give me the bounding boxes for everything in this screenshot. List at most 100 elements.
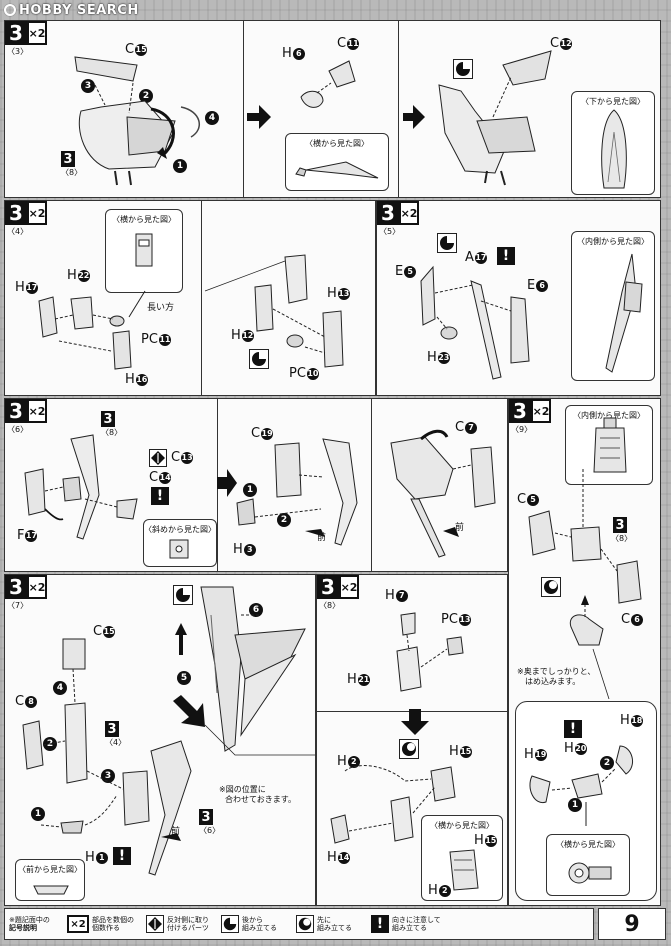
step-badge: 3 ×2: [5, 21, 47, 45]
panel-3-8-drawings: [330, 612, 464, 844]
part-label-pc13: PC13: [441, 612, 471, 627]
mirror-glyph: [151, 451, 165, 465]
step-substep: 〈4〉: [7, 227, 29, 236]
diagonal-view-part-drawing: [169, 539, 189, 559]
part-label-c15: C15: [125, 42, 148, 57]
part-label-h23: H23: [427, 350, 450, 365]
multiplier-x2-icon: ×2: [27, 399, 47, 423]
view-box-title: 〈下から見た図〉: [581, 97, 645, 106]
view-box-side: 〈横から見た図〉: [546, 834, 630, 896]
panel-3-5-drawings: [420, 265, 530, 380]
view-box-diagonal: 〈斜めから見た図〉: [143, 519, 217, 567]
step-circle-4: 4: [53, 681, 67, 695]
step-number: 3: [509, 399, 531, 423]
assemble-later-icon: [437, 233, 457, 253]
panel-3-3-drawings: [74, 50, 552, 186]
part-label-c11: C11: [337, 36, 360, 51]
step-substep: 〈7〉: [7, 601, 29, 610]
step-circle-4: 4: [205, 111, 219, 125]
step-badge: 3 ×2: [5, 201, 47, 225]
step-panel-3-7: 3 ×2 〈7〉 C15 C8 H1 ! 3 〈4〉 3 〈6〉 4 2 3 1…: [4, 574, 316, 906]
sub-ref-badge: 3: [105, 721, 119, 737]
view-box-title: 〈内側から見た図〉: [577, 237, 649, 246]
part-label-a17: A17: [465, 250, 487, 265]
page-number: 9: [598, 908, 666, 940]
press-in-note: ※奥までしっかりと、 はめ込みます。: [517, 667, 595, 687]
part-label-h18: H18: [620, 713, 643, 728]
step-circle-3: 3: [101, 769, 115, 783]
view-box-title: 〈横から見た図〉: [305, 139, 369, 148]
step-circle-1: 1: [568, 798, 582, 812]
part-label-pc10: PC10: [289, 366, 319, 381]
watermark-text: HOBBY SEARCH: [19, 2, 139, 18]
sub-ref-num: 〈8〉: [611, 534, 633, 543]
bottom-view-part-drawing: [601, 109, 627, 189]
view-box-title: 〈横から見た図〉: [430, 821, 494, 830]
step-circle-1: 1: [243, 483, 257, 497]
assemble-first-glyph: [402, 742, 416, 756]
panel-3-9-drawings: [528, 469, 642, 699]
step-panel-3-6: 3 ×2 〈6〉 3 〈8〉 F17 C13 C14 ! 〈斜めから見た図〉 C…: [4, 398, 508, 572]
view-box-inner: 〈内側から見た図〉: [565, 405, 653, 485]
side-view-part-drawing: [568, 862, 612, 884]
part-label-h13: H13: [327, 286, 350, 301]
part-label-c19: C19: [251, 426, 274, 441]
front-label: 前: [317, 533, 327, 543]
step-number: 3: [5, 21, 27, 45]
note-line: ※奥までしっかりと、: [517, 667, 596, 676]
sub-ref-badge: 3: [613, 517, 627, 533]
assemble-first-glyph: [298, 917, 312, 931]
part-label-pc11: PC11: [141, 332, 171, 347]
view-box-side: 〈横から見た図〉: [285, 133, 389, 191]
note-line: ※図の位置に: [219, 785, 266, 794]
assemble-later-icon: [453, 59, 473, 79]
caution-icon: !: [151, 487, 169, 505]
detail-drawing: [529, 745, 634, 826]
assemble-first-icon: [541, 577, 561, 597]
step-number: 3: [317, 575, 339, 599]
step-badge: 3 ×2: [377, 201, 419, 225]
panel-3-4-drawings: [38, 254, 344, 370]
half-moon-icon: [456, 62, 470, 76]
half-moon-icon: [223, 917, 237, 931]
step-number: 3: [377, 201, 399, 225]
step-circle-1: 1: [173, 159, 187, 173]
step-substep: 〈9〉: [511, 425, 533, 434]
assemble-later-icon: [221, 915, 239, 933]
sub-ref-num: 〈6〉: [199, 826, 221, 835]
step-substep: 〈6〉: [7, 425, 29, 434]
sub-ref-badge: 3: [61, 151, 75, 167]
part-label-h20: H20: [564, 741, 587, 756]
view-box-front: 〈前から見た図〉: [15, 859, 85, 901]
symbol-legend: ※題記面中の 記号説明 ×2 部品を数個の 個数作る 反対側に取り 付けるパーツ: [4, 908, 594, 940]
long-side-note: 長い方: [147, 303, 175, 313]
step-badge: 3 ×2: [5, 399, 47, 423]
multiplier-x2-icon: ×2: [67, 915, 89, 933]
view-box-title: 〈内側から見た図〉: [573, 411, 645, 420]
mirror-glyph: [148, 917, 162, 931]
front-view-part-drawing: [33, 885, 69, 895]
legend-item-text: 反対側に取り 付けるパーツ: [167, 915, 209, 932]
part-label-h14: H14: [327, 850, 350, 865]
step-badge: 3 ×2: [509, 399, 551, 423]
legend-item-mirror: 反対側に取り 付けるパーツ: [146, 915, 215, 933]
step-badge: 3 ×2: [317, 575, 359, 599]
sub-ref-num: 〈8〉: [61, 168, 83, 177]
legend-item-assemble-first: 先に 組み立てる: [296, 915, 365, 933]
multiplier-x2-icon: ×2: [399, 201, 419, 225]
legend-heading: ※題記面中の 記号説明: [9, 915, 50, 932]
inner-view-part-drawing: [605, 253, 643, 373]
part-label-c13: C13: [171, 450, 194, 465]
front-label: 前: [455, 523, 465, 533]
step-circle-2: 2: [600, 756, 614, 770]
part-label-h19: H19: [524, 747, 547, 762]
caution-icon: !: [113, 847, 131, 865]
half-moon-icon: [252, 352, 266, 366]
caution-icon: !: [371, 915, 389, 933]
